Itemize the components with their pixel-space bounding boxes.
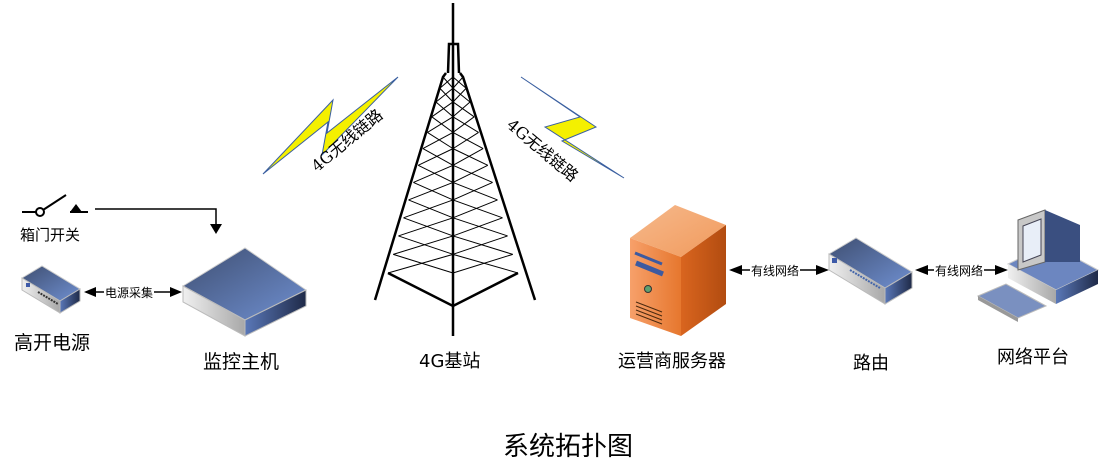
tower-lattice-strut [413,164,454,183]
tower-lattice-strut [452,101,471,118]
tower-lattice-strut [452,131,484,150]
monitoring-host-label: 监控主机 [203,351,280,373]
tower-lattice-strut [452,116,479,133]
router-icon [828,237,913,305]
tower-lattice-strut [452,199,503,219]
tower-lattice-strut [452,235,508,255]
server-label: 运营商服务器 [618,351,726,372]
wireless-lightning-left-icon [262,76,399,175]
tower-lattice-strut [452,76,467,89]
link-power-host-label: 电源采集 [104,284,155,301]
monitoring-host-icon [182,247,307,337]
tower-lattice-strut [427,131,454,150]
tower-lattice-strut [427,116,454,133]
tower-lattice-strut [408,199,454,219]
tower-lattice-strut [452,253,519,274]
tower-lattice-strut [439,76,454,89]
tower-lattice-strut [439,87,454,103]
tower-lattice-strut [452,76,464,89]
tower-lattice-strut [452,253,513,274]
tower-lattice-strut [452,116,475,133]
tower-lattice-strut [403,217,454,237]
door-switch-label: 箱门开关 [20,226,81,244]
tower-lattice-strut [387,253,454,274]
power-supply-device-icon [21,265,81,314]
tower-lattice-strut [452,199,498,219]
tower-lattice-strut [417,164,454,183]
tower-lattice-strut [452,235,513,255]
tower-lattice-strut [417,148,454,166]
tower-lattice-strut [398,217,454,237]
tower-lattice-strut [398,235,454,255]
platform-label: 网络平台 [997,347,1069,368]
tower-lattice-strut [431,116,454,133]
tower-lattice-strut [452,181,493,201]
wireless-lightning-right-icon [520,76,625,179]
tower-lattice-strut [442,76,454,89]
tower-lattice-strut [431,101,454,118]
tower-lattice-strut [452,87,467,103]
tower-lattice-strut [452,217,503,237]
tower-lattice-strut [452,164,489,183]
tower-lattice-strut [452,131,479,150]
tower-lattice-strut [413,181,454,201]
cell-tower-icon [373,3,537,336]
tower-lattice-strut [452,164,493,183]
connector-switch-to-host [95,208,222,234]
door-switch-symbol-icon [22,194,88,217]
tower-lattice-strut [435,87,454,103]
desktop-computer-icon [976,209,1100,322]
tower-lattice-strut [422,148,454,166]
tower-lattice-strut [403,199,454,219]
tower-lattice-strut [422,131,454,150]
tower-lattice-strut [452,181,498,201]
diagram-title: 系统拓扑图 [503,432,634,462]
power-supply-label: 高开电源 [14,332,91,354]
tower-lattice-strut [408,181,454,201]
tower-lattice-strut [393,253,454,274]
tower-lattice-strut [435,101,454,118]
tower-lattice-strut [452,148,489,166]
tower-lattice-strut [452,148,484,166]
tower-lattice-strut [452,217,508,237]
router-label: 路由 [853,353,889,374]
tower-lattice-strut [452,101,475,118]
link-server-router-label: 有线网络 [750,262,801,279]
tower-lattice-strut [452,87,471,103]
cell-tower-label: 4G基站 [419,351,481,372]
tower-lattice-strut [393,235,454,255]
server-tower-icon [630,205,726,336]
link-router-platform-label: 有线网络 [934,262,985,279]
